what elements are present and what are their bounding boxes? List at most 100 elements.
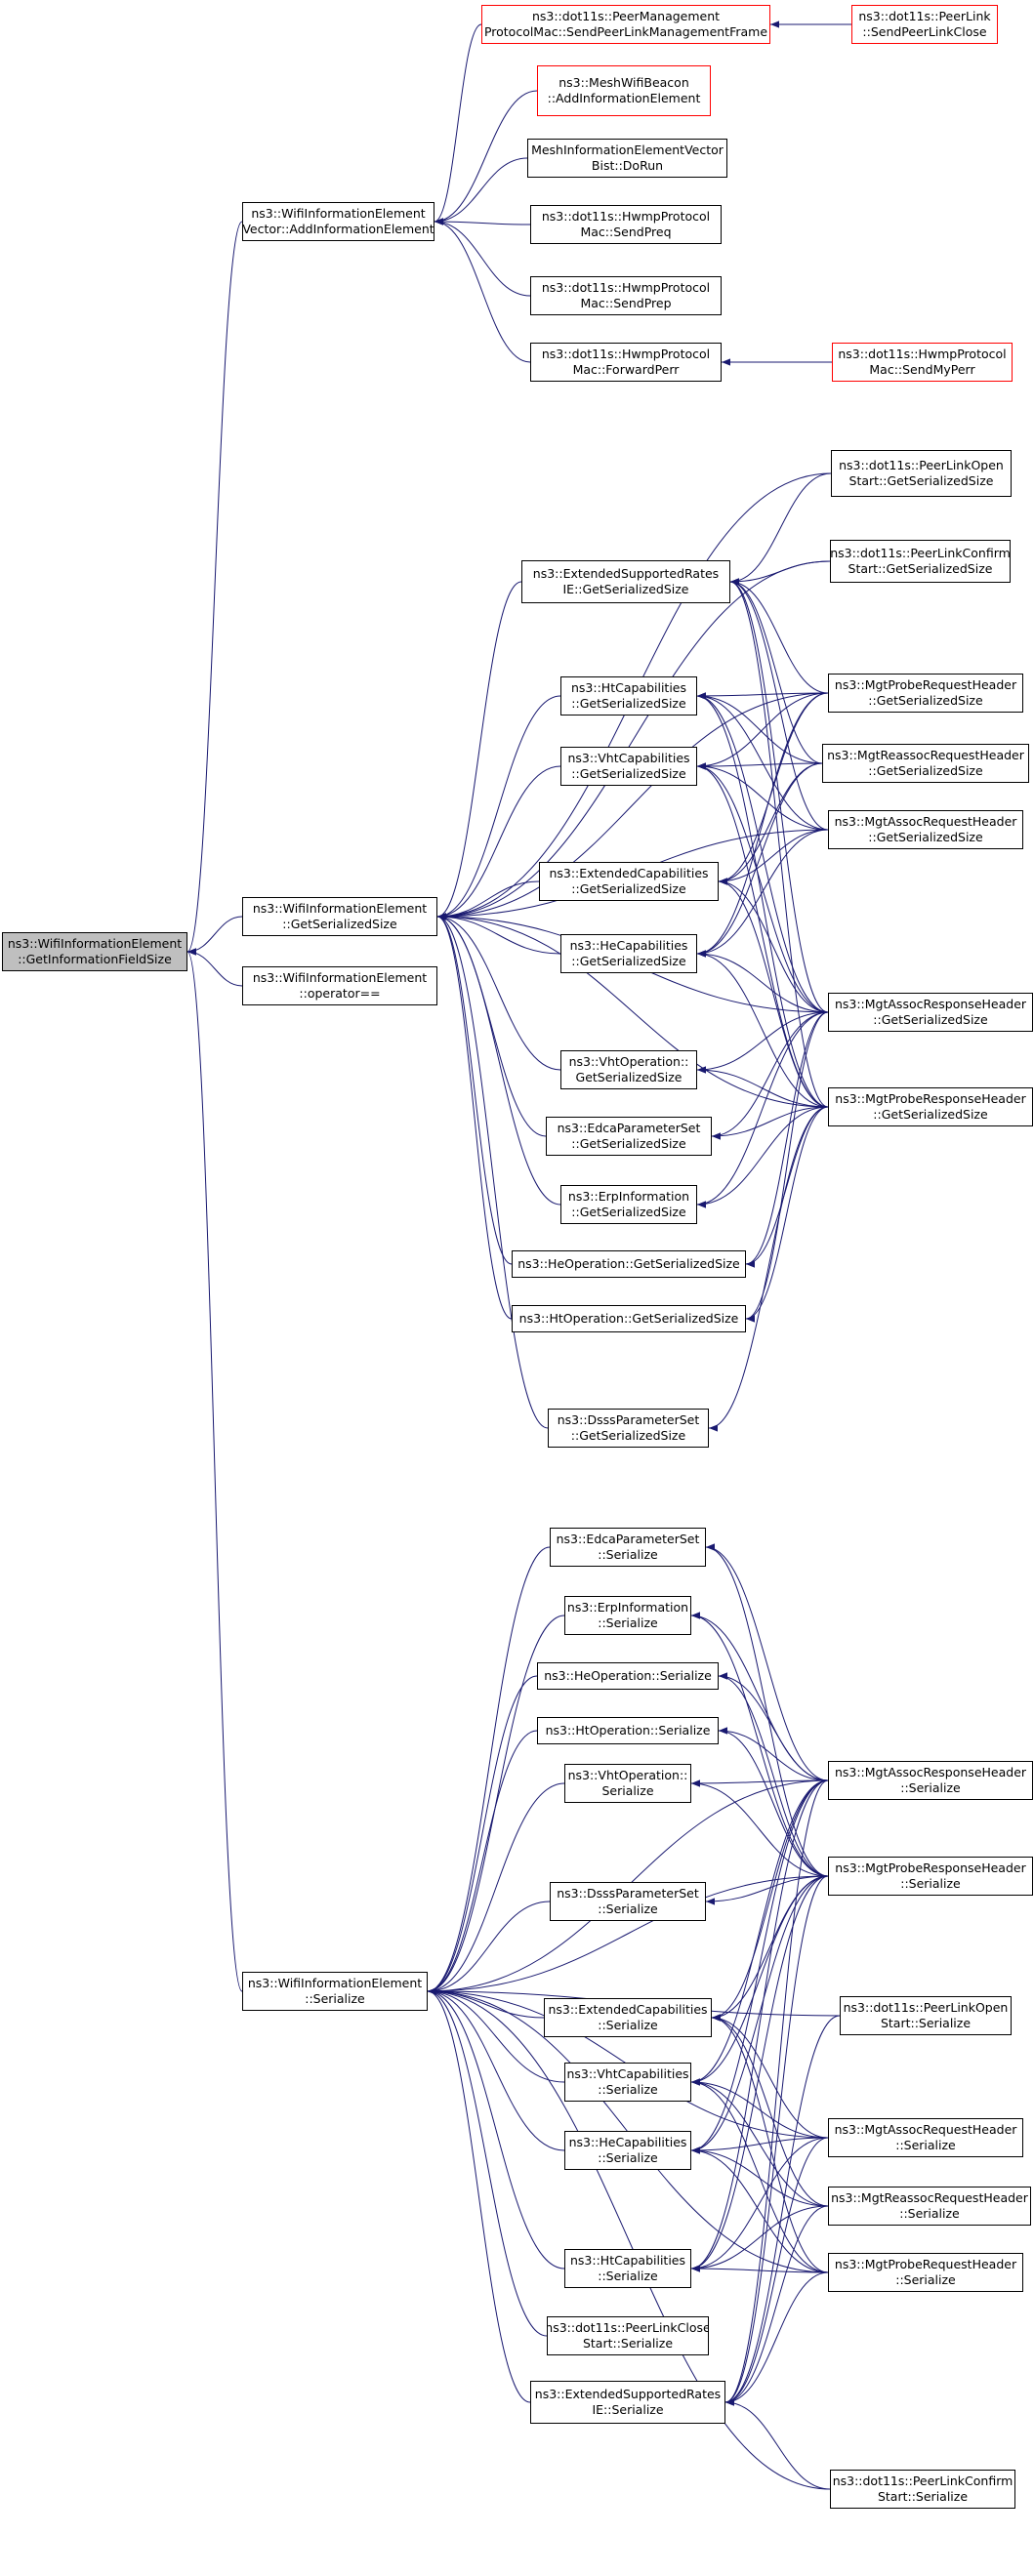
node-g-mpreq[interactable]: ns3::MgtProbeRequestHeader::GetSerialize… — [828, 674, 1023, 713]
node-g-masreq[interactable]: ns3::MgtAssocRequestHeader::GetSerialize… — [828, 810, 1023, 849]
node-label-line: ns3::ErpInformation — [566, 1600, 689, 1615]
node-s-masreq[interactable]: ns3::MgtAssocRequestHeader::Serialize — [828, 2118, 1023, 2157]
node-label-line: ns3::HtCapabilities — [569, 2253, 686, 2268]
node-s-vhto[interactable]: ns3::VhtOperation::Serialize — [564, 1764, 691, 1803]
node-s-mreas[interactable]: ns3::MgtReassocRequestHeader::Serialize — [828, 2187, 1031, 2226]
edge-s-dsss-to-ser — [427, 1901, 551, 1995]
node-label-line: ns3::VhtCapabilities — [566, 2066, 689, 2081]
node-g-ht[interactable]: ns3::HtCapabilities::GetSerializedSize — [560, 676, 697, 716]
node-plclose[interactable]: ns3::dot11s::PeerLink::SendPeerLinkClose — [851, 5, 998, 44]
node-g-he[interactable]: ns3::HeCapabilities::GetSerializedSize — [560, 934, 697, 973]
node-opeq[interactable]: ns3::WifiInformationElement::operator== — [242, 966, 437, 1005]
edge-g-mreas-to-g-he — [696, 762, 823, 958]
node-g-vht[interactable]: ns3::VhtCapabilities::GetSerializedSize — [560, 747, 697, 786]
node-label-line: ::GetSerializedSize — [571, 1205, 686, 1219]
node-g-mpres[interactable]: ns3::MgtProbeResponseHeader::GetSerializ… — [828, 1087, 1033, 1126]
edge-s-masres-to-s-vhto — [690, 1779, 829, 1787]
edge-s-masres-to-s-vht — [690, 1779, 829, 2086]
node-label-line: ns3::HeCapabilities — [569, 938, 688, 953]
edge-prep-to-aie — [434, 218, 531, 297]
node-label-line: Serialize — [601, 1783, 654, 1798]
edge-s-mpres-to-s-ht — [690, 1875, 829, 2272]
node-s-mpreq[interactable]: ns3::MgtProbeRequestHeader::Serialize — [828, 2253, 1023, 2292]
edge-g-he-to-gss — [436, 913, 561, 955]
node-mwb[interactable]: ns3::MeshWifiBeacon::AddInformationEleme… — [537, 65, 711, 116]
edge-s-mpres-to-s-vht — [690, 1875, 829, 2086]
node-g-edca[interactable]: ns3::EdcaParameterSet::GetSerializedSize — [546, 1117, 712, 1156]
node-g-hto[interactable]: ns3::HtOperation::GetSerializedSize — [512, 1305, 746, 1332]
node-s-dsss[interactable]: ns3::DsssParameterSet::Serialize — [550, 1882, 706, 1921]
node-g-masres[interactable]: ns3::MgtAssocResponseHeader::GetSerializ… — [828, 993, 1033, 1032]
node-label-line: ns3::EdcaParameterSet — [557, 1121, 701, 1135]
node-label-line: ns3::MeshWifiBeacon — [558, 75, 689, 90]
node-ser[interactable]: ns3::WifiInformationElement::Serialize — [242, 1972, 428, 2011]
node-g-ext[interactable]: ns3::ExtendedCapabilities::GetSerialized… — [539, 862, 719, 901]
edge-g-erp-to-gss — [436, 913, 561, 1206]
edge-g-mpreq-to-g-he — [696, 692, 829, 958]
node-g-vhto[interactable]: ns3::VhtOperation::GetSerializedSize — [560, 1050, 697, 1089]
node-label-line: ::SendPeerLinkClose — [862, 24, 987, 39]
node-label-line: Start::GetSerializedSize — [848, 561, 993, 576]
edge-g-mpres-to-g-edca — [711, 1106, 829, 1140]
node-label-line: ns3::MgtProbeRequestHeader — [834, 677, 1017, 692]
node-label-line: ns3::dot11s::PeerLinkOpen — [839, 458, 1004, 472]
edge-g-vhto-to-gss — [436, 913, 561, 1071]
node-root[interactable]: ns3::WifiInformationElement::GetInformat… — [2, 932, 187, 971]
node-g-dsss[interactable]: ns3::DsssParameterSet::GetSerializedSize — [548, 1409, 709, 1448]
node-s-edca[interactable]: ns3::EdcaParameterSet::Serialize — [550, 1528, 706, 1567]
node-label-line: ::GetSerializedSize — [868, 693, 983, 708]
node-label-line: GetSerializedSize — [575, 1070, 682, 1084]
node-s-erp[interactable]: ns3::ErpInformation::Serialize — [564, 1596, 691, 1635]
node-label-line: ::Serialize — [900, 1876, 961, 1891]
node-s-ext[interactable]: ns3::ExtendedCapabilities::Serialize — [544, 1998, 712, 2037]
node-label-line: ns3::MgtAssocRequestHeader — [834, 814, 1017, 829]
edge-g-masres-to-g-vht — [696, 762, 829, 1013]
node-g-heo[interactable]: ns3::HeOperation::GetSerializedSize — [512, 1250, 746, 1278]
edge-s-masres-to-s-heo — [718, 1672, 829, 1781]
edge-g-masres-to-g-he — [696, 950, 829, 1013]
edge-s-masreq-to-s-ht — [690, 2137, 829, 2272]
node-label-line: ::GetSerializedSize — [570, 1428, 686, 1443]
node-label-line: ns3::DsssParameterSet — [557, 1412, 700, 1427]
node-label-line: ::GetSerializedSize — [868, 763, 983, 778]
node-label-line: ::Serialize — [598, 2150, 658, 2165]
node-label-line: Mac::ForwardPerr — [572, 362, 680, 377]
node-s-he[interactable]: ns3::HeCapabilities::Serialize — [564, 2131, 691, 2170]
node-s-ht[interactable]: ns3::HtCapabilities::Serialize — [564, 2249, 691, 2288]
edge-g-masres-to-g-hto — [745, 1011, 829, 1323]
edge-miev-to-aie — [434, 157, 528, 225]
node-label-line: ns3::dot11s::PeerLinkClose — [547, 2320, 709, 2335]
node-g-mreas[interactable]: ns3::MgtReassocRequestHeader::GetSeriali… — [822, 744, 1029, 783]
node-gss[interactable]: ns3::WifiInformationElement::GetSerializ… — [242, 897, 437, 936]
node-label-line: ::GetSerializedSize — [873, 1012, 988, 1027]
node-g-erp[interactable]: ns3::ErpInformation::GetSerializedSize — [560, 1185, 697, 1224]
node-label-line: ns3::HtCapabilities — [570, 680, 687, 695]
edge-g-plc-to-gss — [436, 560, 831, 920]
node-s-mpres[interactable]: ns3::MgtProbeResponseHeader::Serialize — [828, 1857, 1033, 1896]
node-label-line: ns3::HeCapabilities — [568, 2135, 687, 2149]
node-label-line: ::GetSerializedSize — [282, 917, 397, 931]
edge-s-plc-to-s-esr — [724, 2398, 831, 2490]
node-s-vht[interactable]: ns3::VhtCapabilities::Serialize — [564, 2063, 691, 2102]
node-s-masres[interactable]: ns3::MgtAssocResponseHeader::Serialize — [828, 1761, 1033, 1800]
node-s-heo[interactable]: ns3::HeOperation::Serialize — [537, 1662, 719, 1690]
edge-s-masreq-to-s-he — [690, 2137, 829, 2154]
edge-g-mreas-to-g-ext — [718, 762, 823, 885]
node-s-hto[interactable]: ns3::HtOperation::Serialize — [537, 1717, 719, 1744]
edge-s-mpres-to-s-erp — [690, 1612, 829, 1877]
